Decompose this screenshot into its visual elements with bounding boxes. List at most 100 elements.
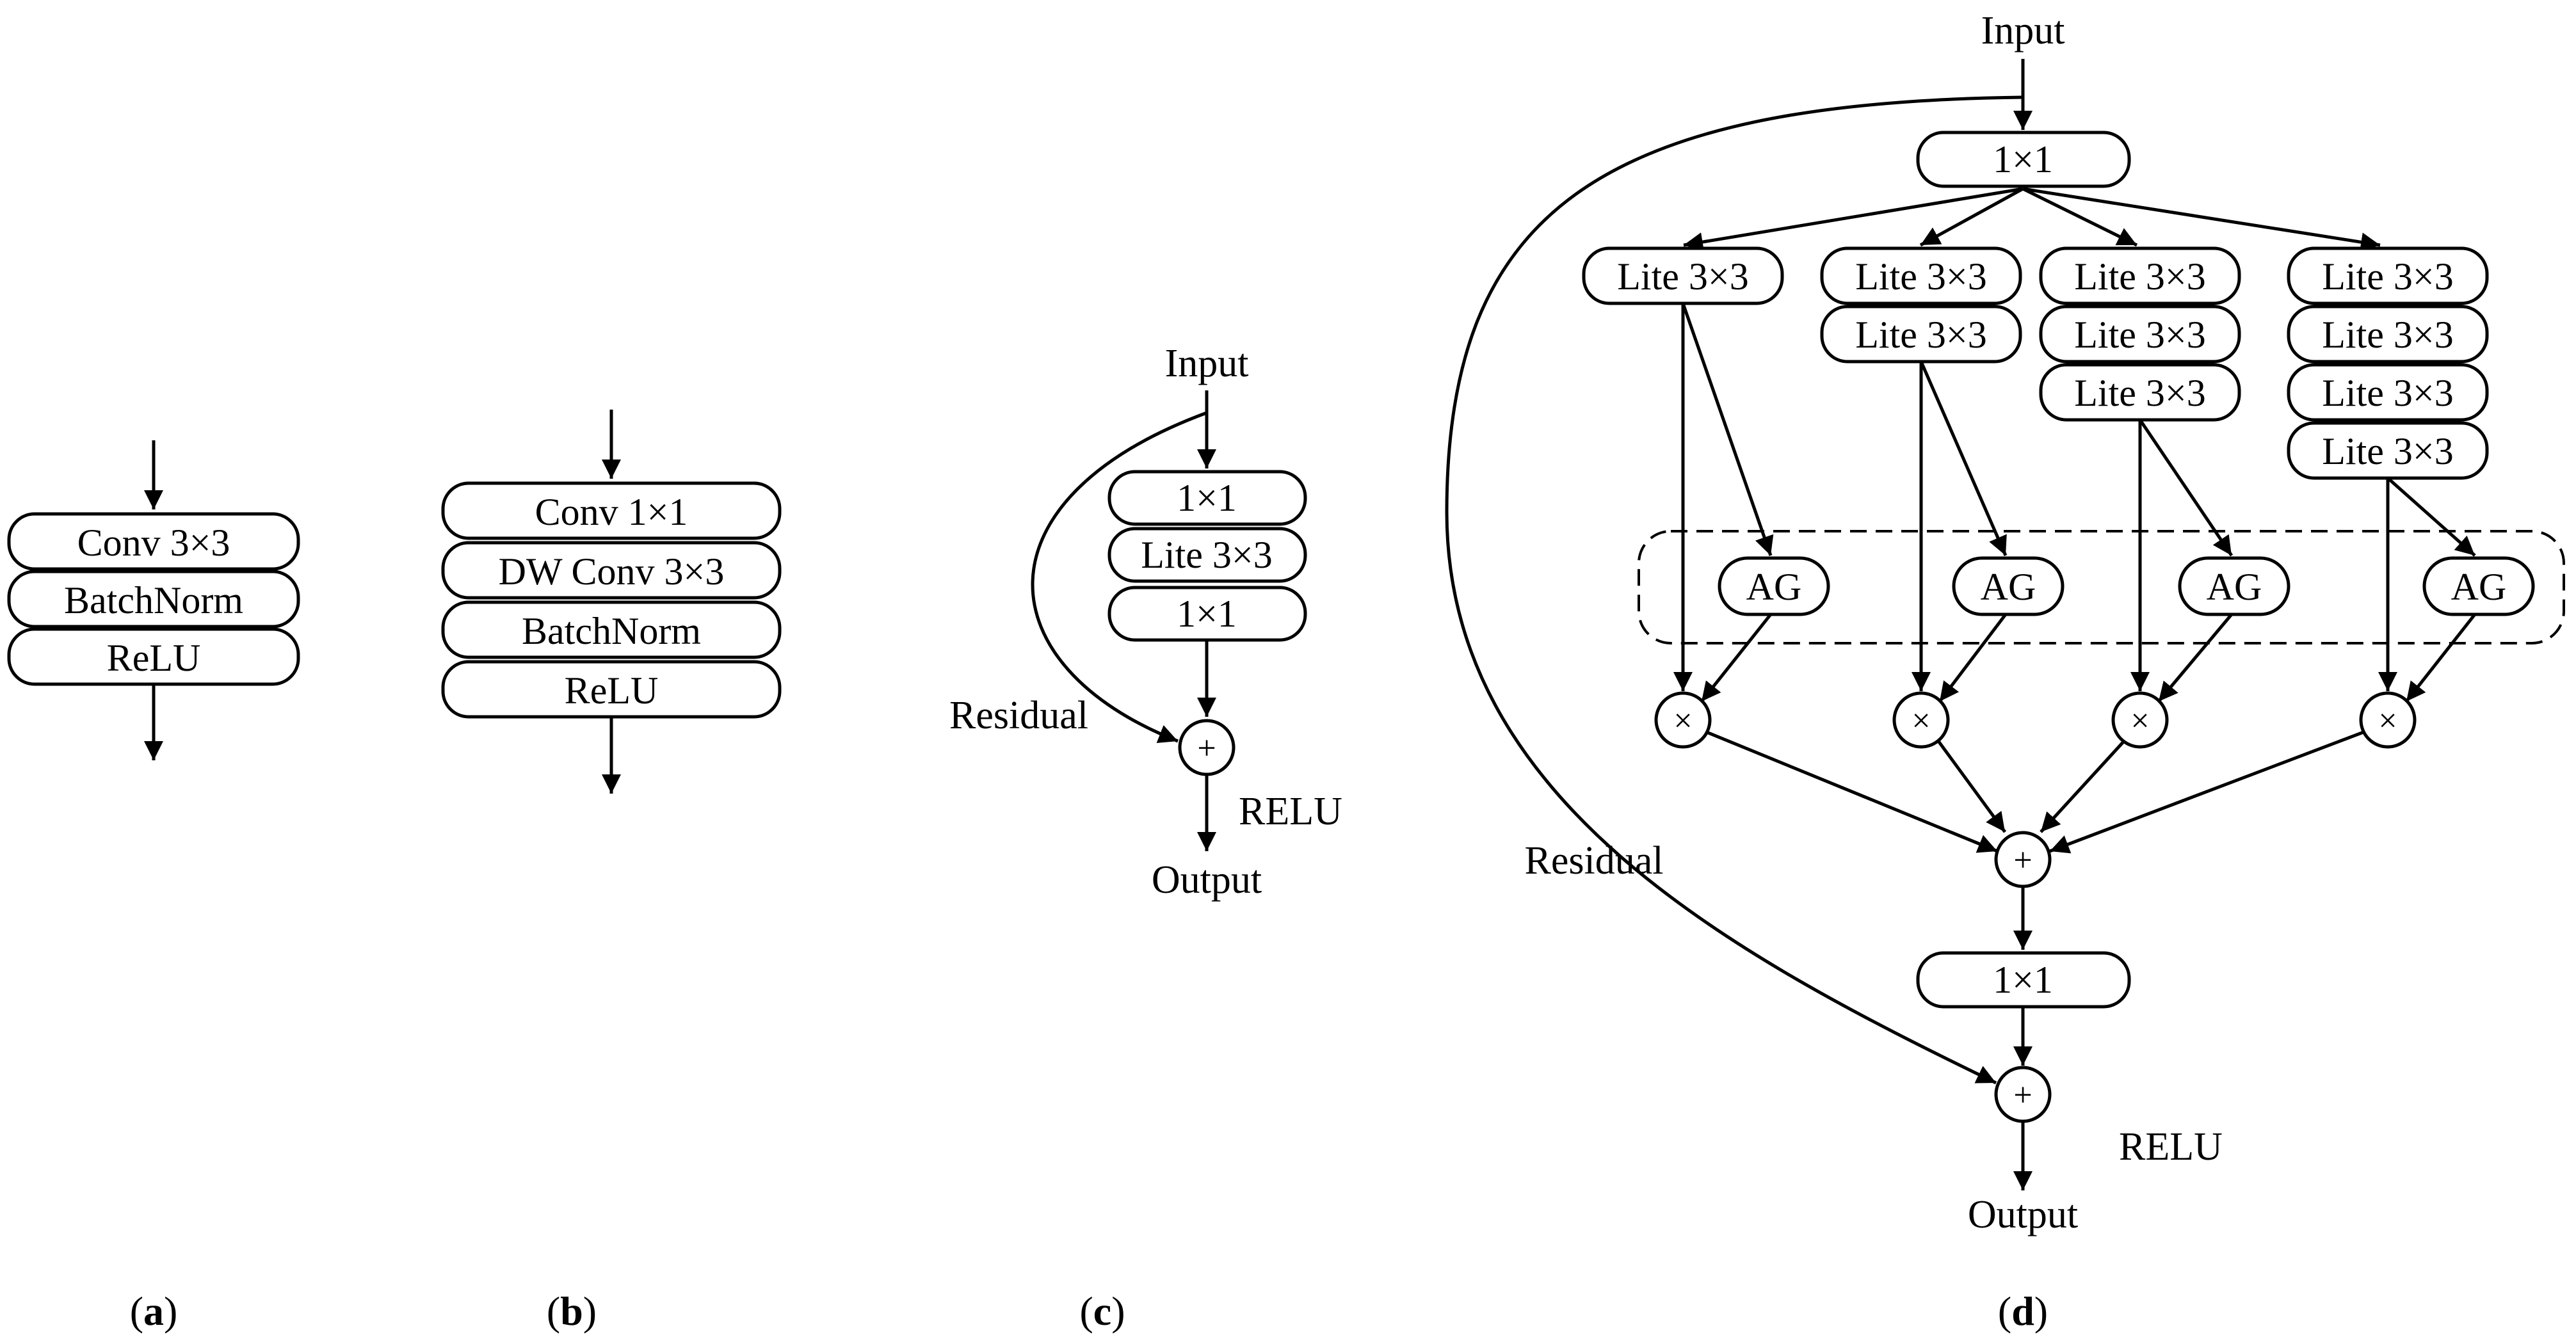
d-add-symbol: + [2013, 1077, 2032, 1114]
d-mul-2-symbol: × [1912, 703, 1930, 739]
d-branch-2-lite-2: Lite 3×3 [1820, 305, 2022, 364]
d-mul-1-to-sum-arrow [1706, 730, 1998, 853]
d-branch-2-lite-1-label: Lite 3×3 [1855, 255, 1986, 298]
d-branch-3: Lite 3×3 Lite 3×3 Lite 3×3 [2039, 246, 2241, 422]
d-branch-3-lite-3: Lite 3×3 [2039, 363, 2241, 422]
d-ag-2: AG [1952, 556, 2065, 616]
d-bottom-conv-label: 1×1 [1993, 959, 2053, 1001]
panel-a-tag-letter: a [143, 1288, 164, 1334]
d-mul-1-symbol: × [1673, 703, 1692, 739]
d-fanout-arrow-1 [1683, 187, 2024, 252]
d-branch-4-lite-3-label: Lite 3×3 [2322, 372, 2453, 414]
a-block-batchnorm-label: BatchNorm [64, 579, 243, 621]
b-block-relu: ReLU [441, 660, 782, 719]
d-mul-3-to-sum-arrow [2040, 740, 2125, 833]
c-block-conv-bottom: 1×1 [1107, 586, 1307, 642]
panel-c-tag: (c) [1079, 1288, 1125, 1334]
a-block-conv: Conv 3×3 [7, 512, 300, 571]
c-residual-connection [1031, 411, 1207, 743]
d-attention-gate-region [1638, 530, 2565, 644]
panel-d-tag-letter: d [2011, 1288, 2034, 1334]
d-branch-2: Lite 3×3 Lite 3×3 [1820, 246, 2022, 364]
d-mul-4: × [2359, 691, 2417, 749]
d-sum-symbol: + [2013, 842, 2032, 879]
b-block-dwconv: DW Conv 3×3 [441, 541, 782, 600]
d-relu-label: RELU [2119, 1125, 2223, 1169]
d-ag-4-to-mul-arrow [2405, 613, 2476, 703]
panel-b: Conv 1×1 DW Conv 3×3 BatchNorm ReLU (b) [441, 410, 782, 1334]
d-add-node: + [1994, 1066, 2052, 1123]
d-ag-2-label: AG [1981, 566, 2036, 608]
d-branch-4-lite-2: Lite 3×3 [2287, 305, 2489, 364]
d-ag-2-to-mul-arrow [1938, 613, 2007, 703]
d-mul-1: × [1654, 691, 1712, 749]
c-output-label: Output [1152, 858, 1262, 902]
c-block-lite-label: Lite 3×3 [1141, 534, 1272, 576]
panel-a: Conv 3×3 BatchNorm ReLU (a) [7, 440, 300, 1334]
b-block-conv-label: Conv 1×1 [535, 491, 688, 533]
d-ag-3-to-mul-arrow [2157, 613, 2233, 703]
a-block-batchnorm: BatchNorm [7, 570, 300, 628]
panel-d-tag: (d) [1998, 1288, 2048, 1334]
d-branch-4-lite-3: Lite 3×3 [2287, 363, 2489, 422]
d-branch-4: Lite 3×3 Lite 3×3 Lite 3×3 Lite 3×3 [2287, 246, 2489, 480]
c-block-conv-top: 1×1 [1107, 470, 1307, 526]
d-branch-3-lite-1: Lite 3×3 [2039, 246, 2241, 305]
d-ag-1: AG [1718, 556, 1830, 616]
d-branch-4-to-ag-arrow [2387, 477, 2476, 557]
d-branch-2-lite-1: Lite 3×3 [1820, 246, 2022, 305]
d-branch-4-lite-4: Lite 3×3 [2287, 421, 2489, 480]
d-ag-4-label: AG [2451, 566, 2507, 608]
d-bottom-conv: 1×1 [1916, 951, 2131, 1009]
d-branch-4-lite-2-label: Lite 3×3 [2322, 314, 2453, 356]
panel-c: Input 1×1 Lite 3×3 1×1 Residual + RELU O… [949, 342, 1342, 1334]
d-fanout-arrow-4 [2022, 187, 2381, 252]
d-branch-2-to-ag-arrow [1919, 361, 2008, 556]
b-block-batchnorm-label: BatchNorm [522, 610, 701, 652]
c-block-lite: Lite 3×3 [1107, 527, 1307, 583]
d-ag-3: AG [2178, 556, 2290, 616]
b-block-relu-label: ReLU [565, 669, 659, 712]
d-branch-4-lite-1-label: Lite 3×3 [2322, 255, 2453, 298]
panel-b-tag: (b) [547, 1288, 597, 1334]
panel-b-tag-letter: b [560, 1288, 583, 1334]
c-block-conv-bottom-label: 1×1 [1177, 593, 1237, 635]
d-residual-label: Residual [1525, 839, 1664, 883]
d-fanout-arrow-3 [2022, 187, 2138, 247]
d-ag-1-label: AG [1746, 566, 1802, 608]
d-branch-1-to-ag-arrow [1681, 303, 1774, 556]
d-residual-connection [1445, 95, 2024, 1085]
d-mul-4-to-sum-arrow [2049, 730, 2364, 854]
c-input-label: Input [1165, 342, 1249, 385]
c-add-symbol: + [1197, 730, 1216, 767]
c-add-node: + [1178, 719, 1236, 776]
d-branch-1-lite-1: Lite 3×3 [1582, 246, 1784, 305]
d-branch-4-lite-4-label: Lite 3×3 [2322, 430, 2453, 472]
c-block-conv-top-label: 1×1 [1177, 477, 1237, 519]
d-branch-3-lite-2-label: Lite 3×3 [2074, 314, 2205, 356]
d-branch-1-lite-1-label: Lite 3×3 [1617, 255, 1748, 298]
d-ag-1-to-mul-arrow [1700, 613, 1772, 703]
d-top-conv: 1×1 [1916, 131, 2131, 188]
d-mul-2: × [1892, 691, 1950, 749]
a-block-relu: ReLU [7, 627, 300, 686]
d-mul-3-symbol: × [2130, 703, 2149, 739]
c-residual-label: Residual [949, 694, 1088, 737]
d-mul-3: × [2111, 691, 2169, 749]
a-block-conv-label: Conv 3×3 [77, 522, 230, 564]
d-fanout-arrow-2 [1919, 187, 2024, 247]
d-mul-2-to-sum-arrow [1936, 740, 2007, 833]
c-relu-label: RELU [1239, 790, 1342, 833]
panel-c-tag-letter: c [1093, 1288, 1111, 1334]
b-block-dwconv-label: DW Conv 3×3 [499, 550, 725, 593]
d-branch-3-lite-3-label: Lite 3×3 [2074, 372, 2205, 414]
d-branch-3-lite-1-label: Lite 3×3 [2074, 255, 2205, 298]
d-branch-3-lite-2: Lite 3×3 [2039, 305, 2241, 364]
panel-d: Input 1×1 Lite 3×3 Lite 3×3 Lite 3 [1445, 9, 2565, 1334]
b-block-batchnorm: BatchNorm [441, 600, 782, 659]
d-top-conv-label: 1×1 [1993, 138, 2053, 180]
d-output-label: Output [1968, 1193, 2078, 1236]
d-ag-4: AG [2422, 556, 2535, 616]
d-branch-2-lite-2-label: Lite 3×3 [1855, 314, 1986, 356]
